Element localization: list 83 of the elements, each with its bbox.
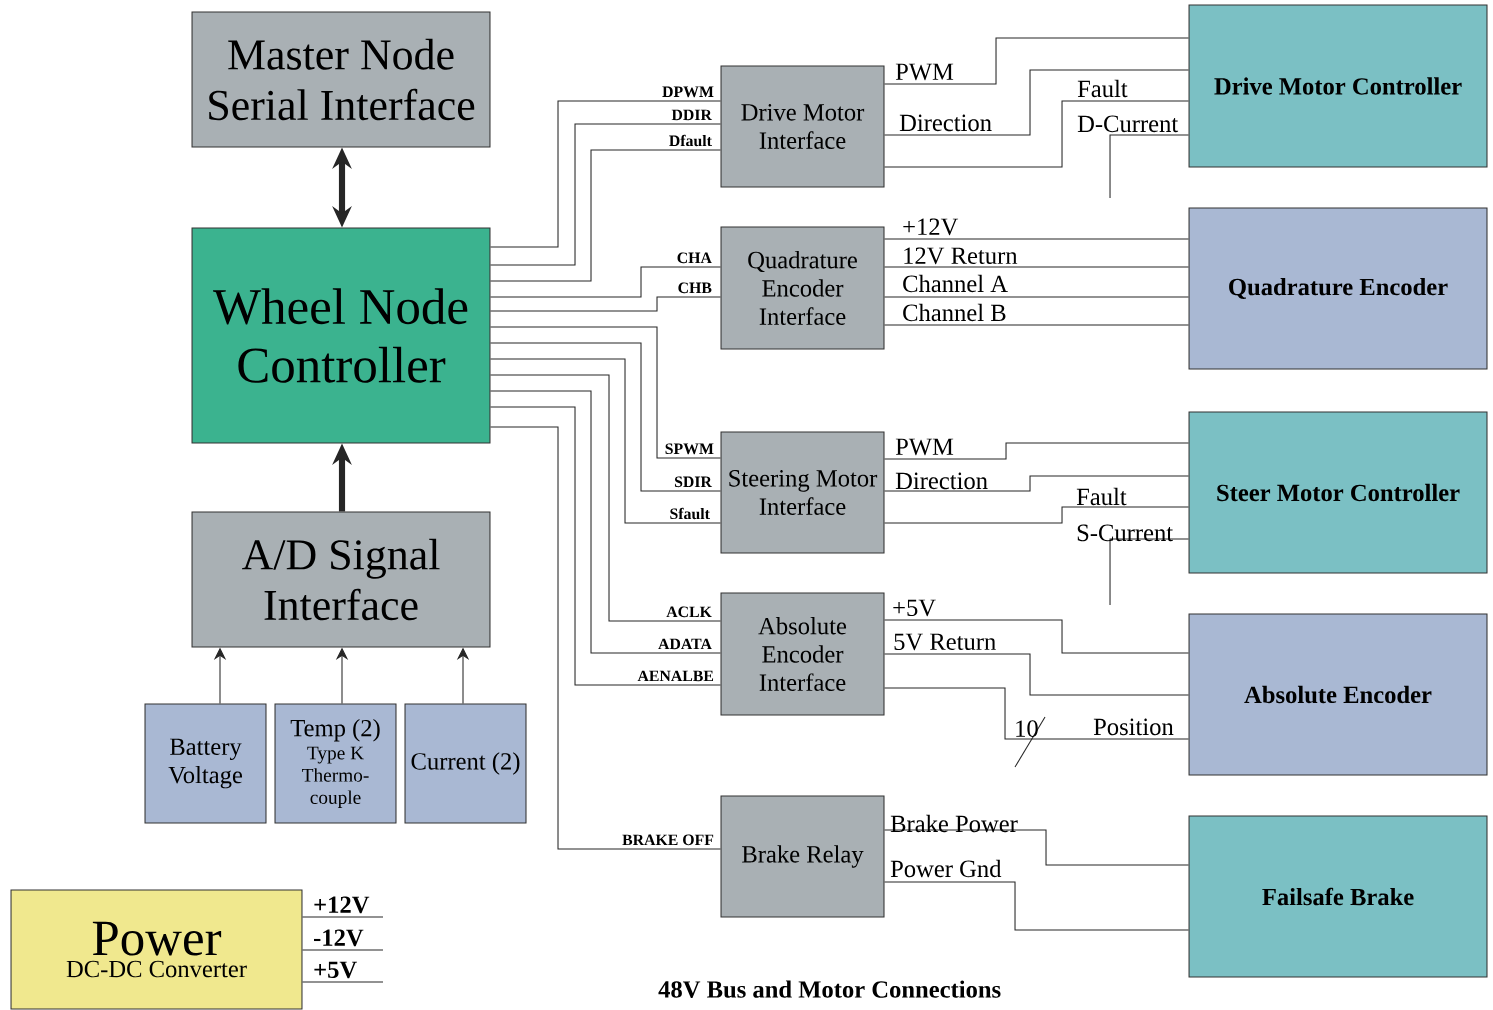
signal-line bbox=[490, 406, 722, 686]
signal-label: BRAKE OFF bbox=[622, 834, 714, 846]
signal-label: +5V bbox=[893, 599, 936, 617]
signal-line bbox=[490, 390, 722, 654]
signal-label: Direction bbox=[899, 114, 992, 132]
signal-label: SDIR bbox=[674, 476, 713, 488]
signal-line bbox=[490, 149, 722, 282]
signal-line bbox=[884, 37, 1190, 85]
interface-box: Steering Motor Interface bbox=[720, 431, 885, 554]
interface-box: A/D Signal Interface bbox=[191, 511, 491, 648]
signal-label: -12V bbox=[314, 929, 364, 947]
device-box: Absolute Encoder bbox=[1188, 613, 1488, 776]
signal-line bbox=[490, 342, 722, 492]
signal-label: AENALBE bbox=[637, 670, 714, 682]
signal-label: ACLK bbox=[666, 606, 712, 618]
signal-line bbox=[490, 123, 722, 266]
signal-line bbox=[301, 916, 384, 918]
signal-line bbox=[884, 829, 1190, 866]
signal-line bbox=[884, 69, 1190, 136]
bus-width-label: 10 bbox=[1016, 720, 1038, 737]
signal-line bbox=[490, 326, 722, 459]
signal-label: CHB bbox=[678, 282, 712, 294]
signal-line bbox=[490, 426, 722, 850]
sensor-box: Current (2) bbox=[404, 703, 527, 824]
signal-line bbox=[884, 442, 1190, 460]
signal-label: Position bbox=[1093, 718, 1174, 736]
signal-label: Dfault bbox=[669, 134, 712, 147]
signal-label: CHA bbox=[677, 252, 712, 264]
signal-line bbox=[490, 358, 722, 524]
signal-label: Channel B bbox=[903, 303, 1006, 322]
signal-label: PWM bbox=[895, 438, 954, 456]
device-box: Failsafe Brake bbox=[1188, 815, 1488, 978]
signal-label: Direction bbox=[895, 472, 988, 490]
signal-line bbox=[884, 324, 1190, 326]
interface-box: Drive Motor Interface bbox=[720, 65, 885, 188]
signal-line bbox=[884, 238, 1190, 240]
signal-label: Channel A bbox=[903, 274, 1008, 293]
signal-label: Brake Power bbox=[890, 814, 1018, 833]
signal-label: +12V bbox=[314, 896, 370, 914]
sensor-box: Battery Voltage bbox=[144, 703, 267, 824]
signal-line bbox=[884, 881, 1190, 931]
signal-line bbox=[884, 506, 1190, 524]
signal-label: +12V bbox=[903, 218, 959, 236]
signal-label: DDIR bbox=[671, 109, 713, 121]
signal-line bbox=[884, 100, 1190, 168]
interface-box: Absolute Encoder Interface bbox=[720, 592, 885, 716]
signal-label: +5V bbox=[314, 961, 357, 979]
signal-label: 5V Return bbox=[894, 633, 996, 651]
signal-label: 12V Return bbox=[904, 247, 1018, 265]
note-heading: 48V Bus and Motor Connections bbox=[658, 980, 1001, 998]
relay-box: Brake Relay bbox=[720, 795, 885, 918]
signal-line bbox=[490, 100, 722, 248]
signal-label: Fault bbox=[1076, 487, 1127, 506]
signal-line bbox=[884, 687, 1190, 740]
signal-label: PWM bbox=[895, 63, 954, 81]
signal-line bbox=[884, 619, 1190, 654]
signal-line bbox=[301, 949, 384, 951]
interface-box: Quadrature Encoder Interface bbox=[720, 226, 885, 350]
signal-line bbox=[1109, 538, 1190, 606]
signal-line bbox=[490, 296, 722, 312]
signal-label: S-Current bbox=[1077, 524, 1173, 542]
signal-label: Power Gnd bbox=[890, 859, 1002, 878]
sensor-box: Temp (2) Type K Thermo-couple bbox=[274, 703, 397, 824]
signal-line bbox=[1109, 134, 1190, 199]
signal-label: DPWM bbox=[662, 86, 714, 98]
signal-line bbox=[884, 296, 1190, 298]
device-box: Quadrature Encoder bbox=[1188, 207, 1488, 370]
interface-box: Master Node Serial Interface bbox=[191, 11, 491, 148]
signal-line bbox=[884, 475, 1190, 492]
signal-line bbox=[490, 266, 722, 298]
signal-line bbox=[884, 266, 1190, 268]
power-box: Power DC-DC Converter bbox=[10, 889, 303, 1010]
signal-label: D-Current bbox=[1077, 115, 1179, 133]
signal-line bbox=[490, 374, 722, 622]
signal-label: SPWM bbox=[665, 443, 714, 455]
signal-label: ADATA bbox=[658, 638, 712, 650]
signal-line bbox=[884, 653, 1190, 696]
controller-box: Wheel Node Controller bbox=[191, 227, 491, 444]
signal-label: Fault bbox=[1077, 79, 1128, 98]
device-box: Steer Motor Controller bbox=[1188, 411, 1488, 574]
signal-line bbox=[301, 981, 384, 983]
device-box: Drive Motor Controller bbox=[1188, 4, 1488, 168]
signal-label: Sfault bbox=[670, 507, 710, 520]
